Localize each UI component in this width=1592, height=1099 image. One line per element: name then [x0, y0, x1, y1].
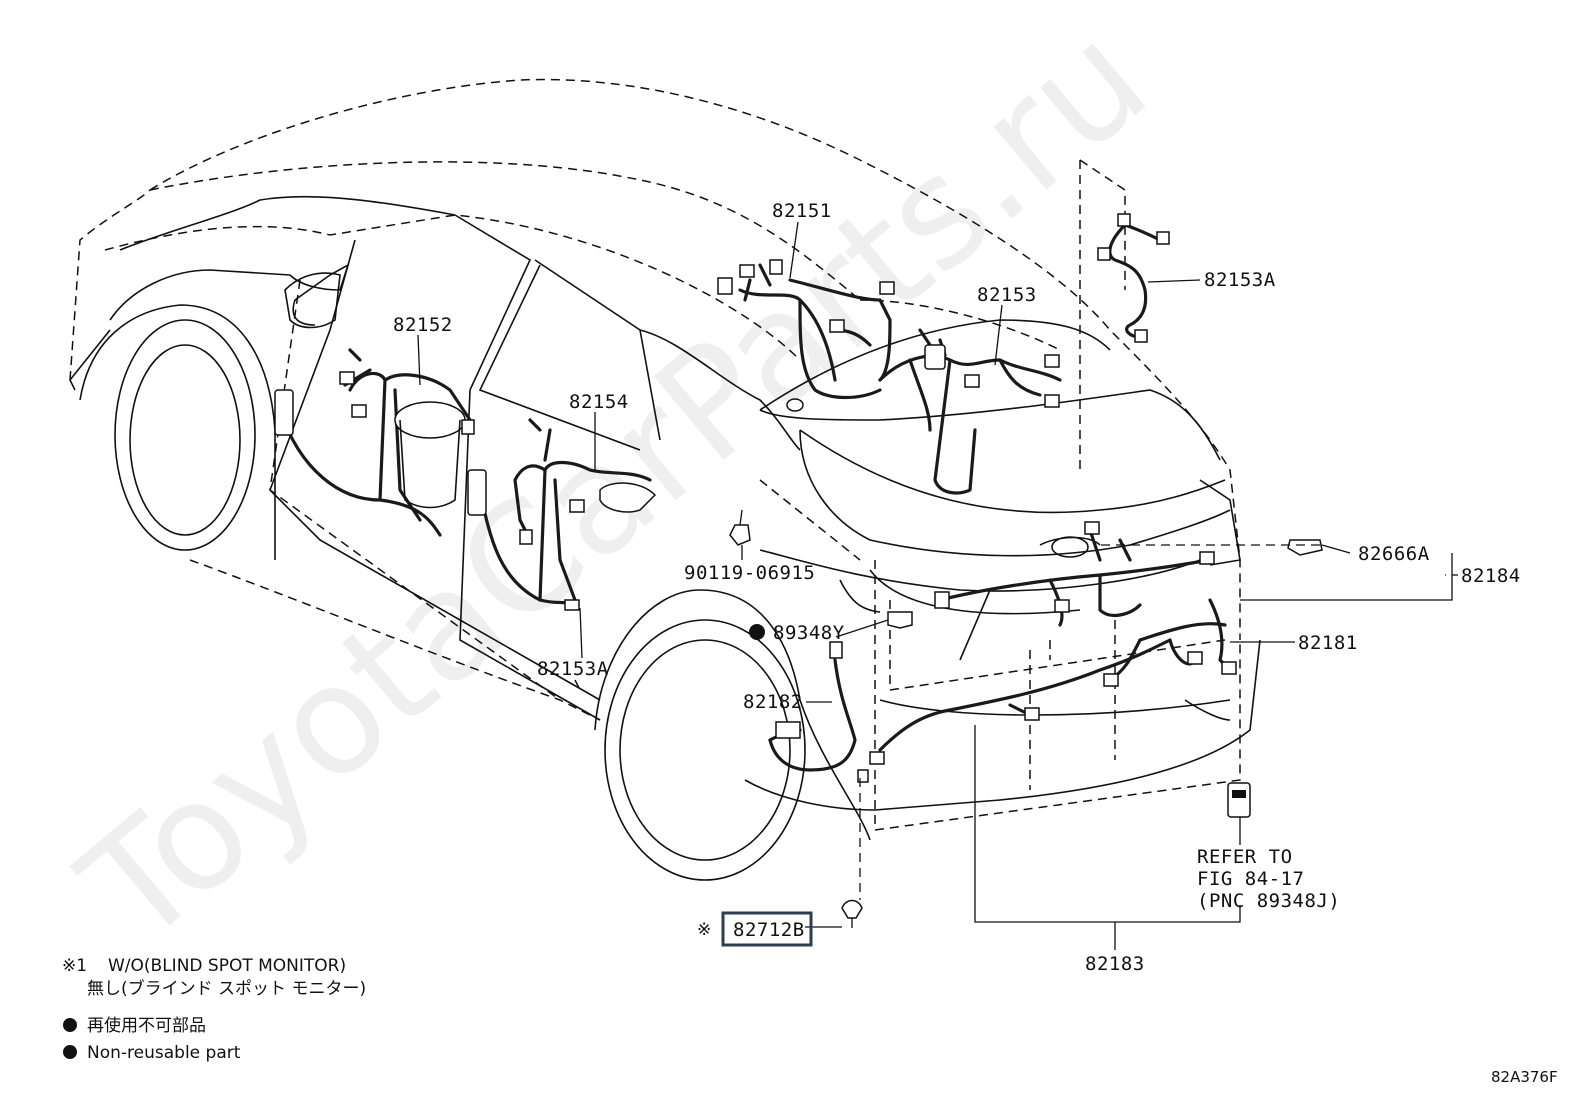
refer-line-3: (PNC 89348J)	[1197, 890, 1340, 912]
legend-note-en: W/O(BLIND SPOT MONITOR)	[108, 956, 346, 976]
harness-82182[interactable]	[768, 641, 869, 783]
label-82151[interactable]: 82151	[772, 200, 832, 222]
legend: ※1 W/O(BLIND SPOT MONITOR) 無し(ブラインド スポット…	[62, 956, 366, 1063]
harness-82153[interactable]	[878, 328, 1062, 495]
harness-82183[interactable]	[869, 638, 1172, 765]
refer-line-2: FIG 84-17	[1197, 868, 1304, 890]
label-82153[interactable]: 82153	[977, 284, 1037, 306]
clip-89348Y[interactable]	[887, 611, 913, 629]
label-82152[interactable]: 82152	[393, 314, 453, 336]
label-82181[interactable]: 82181	[1298, 632, 1358, 654]
highlight-box-82712B	[721, 911, 813, 947]
legend-note-jp: 無し(ブラインド スポット モニター)	[87, 978, 366, 999]
refer-line-1: REFER TO	[1197, 846, 1293, 868]
legend-nonreusable-jp: 再使用不可部品	[87, 1015, 206, 1036]
legend-note-mark: ※1	[62, 956, 87, 976]
label-82712B[interactable]: 82712B	[733, 919, 805, 941]
legend-dot-1	[63, 1018, 77, 1032]
part-labels: 82151 82153 82153A 82152 82154 82153A 90…	[393, 200, 1521, 975]
label-82154[interactable]: 82154	[569, 391, 629, 413]
legend-dot-2	[63, 1045, 77, 1059]
clip-82712B[interactable]	[841, 899, 863, 929]
connector	[274, 389, 294, 436]
ref-mark: ※	[697, 920, 711, 940]
diagram-code: 82A376F	[1491, 1068, 1558, 1086]
label-89348Y[interactable]: 89348Y	[773, 622, 845, 644]
connector-82666A[interactable]	[1287, 539, 1323, 556]
harness-82151[interactable]	[717, 259, 895, 412]
clip-90119[interactable]	[729, 509, 751, 546]
harness-82184[interactable]	[934, 521, 1215, 627]
label-82153A-bottom[interactable]: 82153A	[537, 658, 609, 680]
harness-82181[interactable]	[1103, 598, 1237, 687]
legend-nonreusable-en: Non-reusable part	[87, 1043, 241, 1063]
harness-82154[interactable]	[467, 418, 657, 611]
harness-82152[interactable]	[274, 348, 475, 537]
label-82666A[interactable]: 82666A	[1358, 543, 1430, 565]
label-82184[interactable]: 82184	[1461, 565, 1521, 587]
harness-82153A-top[interactable]	[1097, 213, 1170, 343]
label-82153A-top[interactable]: 82153A	[1204, 269, 1276, 291]
label-90119-06915[interactable]: 90119-06915	[684, 562, 815, 584]
label-82183[interactable]: 82183	[1085, 953, 1145, 975]
label-82182[interactable]: 82182	[743, 691, 803, 713]
leader-lines	[417, 221, 1458, 950]
sensor-refer-89348J	[1227, 782, 1251, 818]
nonreusable-dot	[749, 624, 765, 640]
